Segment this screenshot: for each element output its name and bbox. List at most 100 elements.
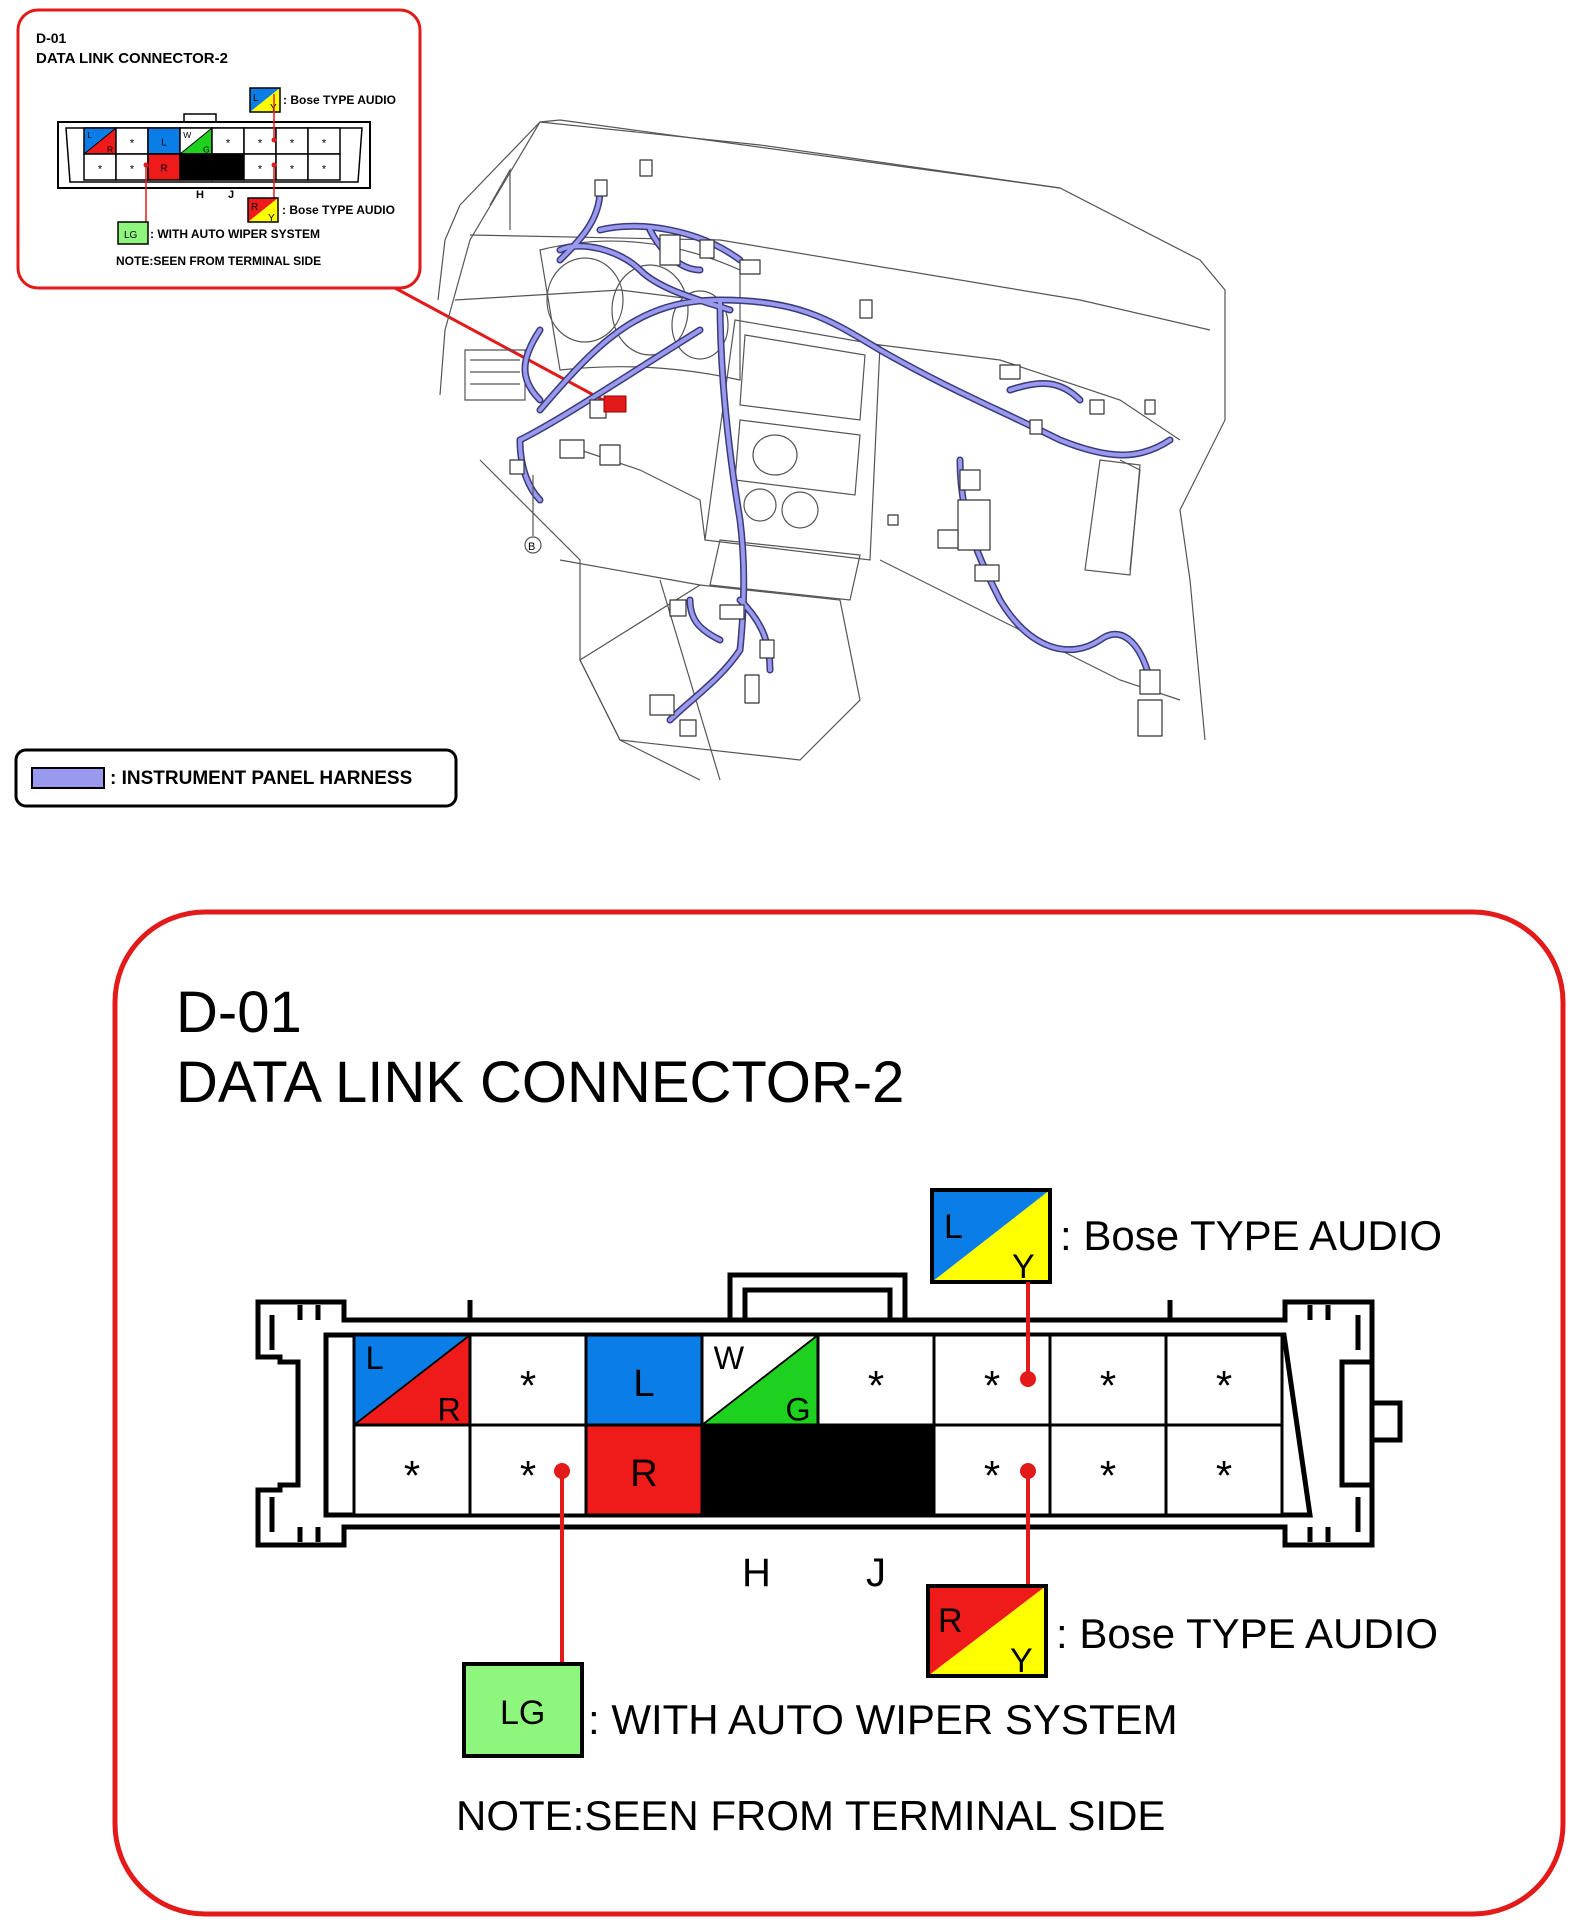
small-cavity-star: * (258, 138, 263, 150)
large-cavity-top-1: LR (352, 1333, 472, 1428)
large-cavity-top-8: * (1164, 1333, 1284, 1427)
small-lg-label: LG (124, 230, 138, 241)
large-cavity-star: * (1100, 1452, 1116, 1499)
large-cavity-label-a: L (366, 1340, 384, 1376)
large-cavity-star: * (520, 1362, 536, 1409)
large-cavity-bottom-7: * (1048, 1423, 1168, 1517)
small-cavity-top-7: * (275, 127, 309, 155)
large-top-legend-l: L (944, 1208, 963, 1246)
large-bottom-legend-swatch: R Y (926, 1584, 1048, 1680)
large-cavity-star: * (1216, 1362, 1232, 1409)
instrument-panel-drawing (437, 119, 1226, 781)
small-cavity-star: * (98, 164, 103, 176)
large-cavity-bottom-5: B (816, 1423, 936, 1517)
small-cavity-label-b: R (107, 145, 113, 155)
large-cavity-label-a: W (714, 1340, 745, 1376)
gauge-left (546, 257, 624, 343)
small-cavity-top-4: WG (179, 127, 213, 155)
small-lg-swatch (117, 221, 149, 245)
small-connector-box: D-01 DATA LINK CONNECTOR-2 L Y : Bose TY… (16, 8, 422, 290)
large-cavity-star: * (520, 1452, 536, 1499)
large-cavity-star: * (868, 1362, 884, 1409)
large-cavity-top-2: * (468, 1333, 588, 1427)
small-cavity-bottom-3: R (147, 153, 181, 181)
gauge-right (671, 290, 729, 360)
large-cavity-bottom-4: B (700, 1423, 820, 1517)
small-cavity-bottom-1: * (83, 153, 117, 181)
small-cavity-label: B (193, 164, 200, 175)
large-cavity-top-5: * (816, 1333, 936, 1427)
small-cavity-bottom-7: * (275, 153, 309, 181)
small-code: D-01 (36, 30, 67, 46)
connector-latch (727, 1272, 908, 1320)
large-cavity-star: * (984, 1452, 1000, 1499)
small-cavity-top-6: * (243, 127, 277, 155)
gauge-center (611, 264, 689, 356)
large-bottom-legend-y: Y (1010, 1642, 1033, 1680)
small-cavity-star: * (290, 138, 295, 150)
harness-legend-swatch (31, 767, 105, 789)
large-cavity-star: * (404, 1452, 420, 1499)
small-cavity-star: * (226, 138, 231, 150)
small-cavity-label: L (161, 138, 167, 149)
small-cavity-bottom-8: * (307, 153, 341, 181)
large-cavity-star: * (984, 1362, 1000, 1409)
small-cavity-star: * (130, 164, 135, 176)
center-console (704, 319, 881, 561)
large-cavity-label-b: G (786, 1392, 811, 1428)
large-cavity-label: B (747, 1453, 772, 1495)
small-cavity-label: B (225, 164, 232, 175)
large-cavity-bottom-1: * (352, 1423, 472, 1517)
large-bottom-legend-r: R (938, 1602, 963, 1640)
small-cavity-top-5: * (211, 127, 245, 155)
large-lg-legend-text: : WITH AUTO WIPER SYSTEM (588, 1696, 1178, 1743)
small-top-legend-text: : Bose TYPE AUDIO (283, 93, 396, 107)
small-title: DATA LINK CONNECTOR-2 (36, 50, 228, 67)
large-connector-box: D-01 DATA LINK CONNECTOR-2 L Y : Bose TY… (112, 909, 1566, 1917)
small-cavity-bottom-4: B (179, 153, 213, 181)
small-cavity-star: * (130, 138, 135, 150)
small-cavity-star: * (322, 138, 327, 150)
large-cavity-label: R (630, 1453, 657, 1495)
small-cavity-bottom-5: B (211, 153, 245, 181)
large-pin-label-h: H (742, 1551, 771, 1595)
callout-b-label: B (528, 541, 535, 553)
small-top-legend-l: L (253, 93, 259, 104)
small-cavity-label-a: L (87, 130, 92, 140)
large-cavity-top-4: WG (700, 1333, 820, 1428)
small-cavity-label: R (160, 164, 167, 175)
small-cavity-top-3: L (147, 127, 181, 155)
small-note: NOTE:SEEN FROM TERMINAL SIDE (116, 254, 321, 268)
small-cavity-top-8: * (307, 127, 341, 155)
connector-housing (255, 1299, 1375, 1548)
large-callout-lines (554, 1282, 1036, 1664)
small-bottom-legend-text: : Bose TYPE AUDIO (282, 203, 395, 217)
large-bottom-legend-text: : Bose TYPE AUDIO (1056, 1610, 1438, 1657)
large-cavity-top-3: L (584, 1333, 704, 1427)
lg-dot (554, 1463, 570, 1479)
small-pin-label-h: H (196, 189, 204, 201)
callout-b: B (524, 475, 542, 554)
small-lg-legend-text: : WITH AUTO WIPER SYSTEM (150, 227, 320, 241)
small-bottom-legend-swatch: R Y (247, 197, 279, 224)
small-cavity-star: * (258, 164, 263, 176)
top-bose-dot (1020, 1371, 1036, 1387)
small-cavity-star: * (290, 164, 295, 176)
dashboard-left-edge (439, 121, 541, 396)
dashboard-outline (459, 119, 1226, 741)
large-cavity-label: L (633, 1363, 654, 1405)
harness-legend: : INSTRUMENT PANEL HARNESS (14, 748, 458, 808)
small-cavity-label-b: G (203, 145, 210, 155)
large-cavity-star: * (1216, 1452, 1232, 1499)
small-cavity-label-a: W (183, 130, 191, 140)
large-code: D-01 (176, 980, 302, 1045)
small-cavity-top-2: * (115, 127, 149, 155)
large-lg-swatch (462, 1662, 584, 1758)
large-cavity-label: B (863, 1453, 888, 1495)
small-top-legend-swatch: L Y (249, 87, 281, 114)
small-bottom-legend-r: R (251, 202, 258, 213)
left-vent (464, 349, 526, 401)
